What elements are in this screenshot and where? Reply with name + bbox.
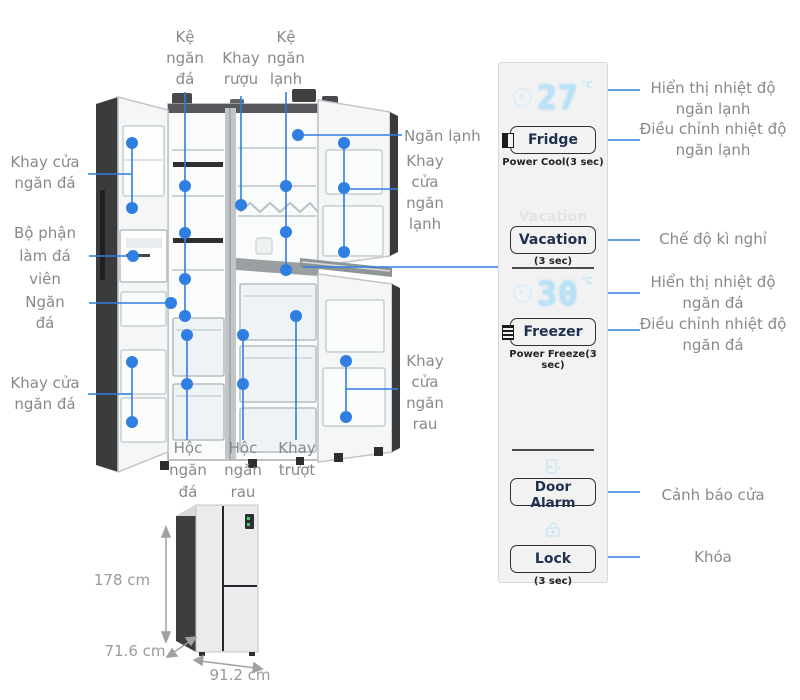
label-vacation-mode: Chế độ kì nghỉ	[659, 230, 767, 248]
label-fridge-temp-adjust: Điều chỉnh nhiệt độ ngăn lạnh	[639, 120, 787, 159]
fridge-temp-unit: °C	[580, 80, 594, 91]
panel-divider	[512, 449, 594, 451]
refrigerator-dimensions-illustration	[160, 504, 264, 674]
wine-rack-icon	[239, 201, 319, 214]
lock-button[interactable]: Lock	[510, 545, 596, 573]
callout-vegetable-drawer: Hộc ngăn rau	[224, 439, 262, 501]
fridge-temp-display: 27 °C	[499, 76, 607, 118]
door-alarm-indicator-icon	[499, 458, 607, 476]
freezer-temp-unit: °C	[580, 276, 594, 287]
refrigerator-open-illustration	[96, 89, 400, 474]
callout-fridge-door-tray: Khay cửa ngăn lạnh	[406, 152, 444, 233]
fridge-button[interactable]: Fridge	[510, 126, 596, 154]
hinge-icon	[292, 89, 316, 102]
vacation-indicator: Vacation	[518, 209, 588, 225]
dimension-depth: 71.6 cm	[104, 642, 166, 660]
freezer-compartment-icon	[502, 325, 514, 340]
callout-fridge-compartment: Ngăn lạnh	[404, 127, 481, 145]
callout-wine-rack: Khay rượu	[222, 49, 260, 88]
callout-fridge-shelf: Kệ ngăn lạnh	[267, 28, 305, 88]
fridge-temp-value: 27	[536, 77, 579, 117]
door-handle-icon	[100, 190, 105, 280]
vacation-button[interactable]: Vacation	[510, 226, 596, 254]
callout-freezer-door-tray-top: Khay cửa ngăn đá	[10, 153, 80, 192]
hinge-icon	[172, 93, 192, 105]
callout-vegetable-door-tray: Khay cửa ngăn rau	[406, 352, 444, 433]
dimension-width: 91.2 cm	[209, 666, 271, 684]
power-cool-indicator-icon	[512, 87, 532, 107]
callout-sliding-tray: Khay trượt	[278, 439, 316, 479]
label-fridge-temp-display: Hiển thị nhiệt độ ngăn lạnh	[650, 79, 776, 118]
panel-divider	[512, 267, 594, 269]
callout-freezer-door-tray-bottom: Khay cửa ngăn đá	[10, 374, 80, 413]
door-alarm-button[interactable]: Door Alarm	[510, 478, 596, 511]
power-freeze-indicator-icon	[512, 283, 532, 303]
label-lock: Khóa	[694, 548, 732, 566]
control-panel: 27 °C Fridge Power Cool(3 sec) Vacation …	[498, 62, 608, 587]
lock-indicator-icon	[499, 521, 607, 538]
mini-display-icon	[245, 514, 254, 529]
label-door-alarm: Cảnh báo cửa	[661, 486, 765, 504]
callout-freezer-drawer: Hộc ngăn đá	[169, 439, 207, 501]
power-cool-hint: Power Cool(3 sec)	[502, 157, 604, 168]
freezer-button[interactable]: Freezer	[510, 318, 596, 346]
lock-hint: (3 sec)	[533, 576, 573, 587]
label-freezer-temp-adjust: Điều chỉnh nhiệt độ ngăn đá	[639, 315, 787, 354]
fridge-compartment-icon	[502, 133, 514, 148]
freezer-temp-value: 30	[536, 273, 579, 313]
left-door-edge	[96, 97, 118, 472]
callout-freezer-compartment: Ngăn đá	[25, 293, 65, 332]
dimension-height: 178 cm	[93, 571, 151, 589]
power-freeze-hint: Power Freeze(3 sec)	[509, 349, 597, 371]
freezer-temp-display: 30 °C	[499, 272, 607, 314]
callout-freezer-shelf: Kệ ngăn đá	[166, 28, 204, 88]
label-freezer-temp-display: Hiển thị nhiệt độ ngăn đá	[650, 273, 776, 312]
vacation-hint: (3 sec)	[533, 256, 573, 267]
callout-dots	[126, 129, 352, 428]
callout-ice-maker: Bộ phận làm đá viên	[14, 224, 76, 288]
dimension-arrows	[160, 524, 264, 674]
